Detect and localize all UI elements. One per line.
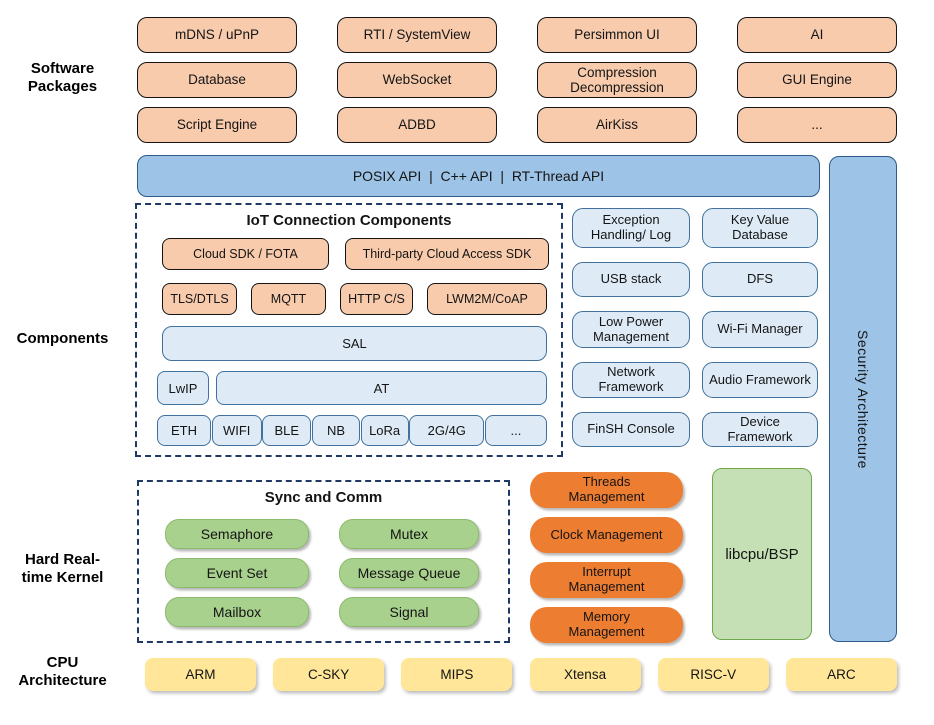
component-box: Device Framework	[702, 412, 818, 447]
management-box: Interrupt Management	[530, 562, 683, 598]
section-label-cpu-architecture: CPU Architecture	[18, 654, 107, 689]
package-box: mDNS / uPnP	[137, 17, 297, 53]
section-label-components: Components	[16, 330, 109, 347]
iot-box-item: LWM2M/CoAP	[427, 283, 547, 315]
libcpu-bsp-box: libcpu/BSP	[712, 468, 812, 640]
iot-box-item: TLS/DTLS	[162, 283, 237, 315]
component-box: Exception Handling/ Log	[572, 208, 690, 248]
component-box: Low Power Management	[572, 311, 690, 348]
component-box: Network Framework	[572, 362, 690, 398]
link-box: NB	[311, 415, 360, 446]
cpu-box: Xtensa	[529, 658, 641, 691]
package-box: Compression Decompression	[537, 62, 697, 98]
iot-box-title: IoT Connection Components	[246, 212, 452, 229]
at-bar: AT	[216, 371, 547, 405]
api-layer-bar: POSIX API | C++ API | RT-Thread API	[137, 155, 820, 197]
component-box: Key Value Database	[702, 208, 818, 248]
cpu-box: C-SKY	[273, 658, 385, 691]
package-box: RTI / SystemView	[337, 17, 497, 53]
package-box: AI	[737, 17, 897, 53]
management-box: Threads Management	[530, 472, 683, 508]
iot-link-row: ETH WIFI BLE NB LoRa 2G/4G ...	[157, 415, 547, 446]
link-box: 2G/4G	[409, 415, 485, 446]
cpu-box: ARM	[145, 658, 256, 691]
sync-and-comm-box: Sync and Comm Semaphore Mutex Event Set …	[137, 480, 510, 643]
link-box: ...	[484, 415, 547, 446]
package-box: ...	[737, 107, 897, 143]
sync-item: Event Set	[165, 558, 309, 588]
management-box: Clock Management	[530, 517, 683, 553]
iot-connection-components-box: IoT Connection Components Cloud SDK / FO…	[135, 203, 563, 457]
link-box: BLE	[262, 415, 312, 446]
sync-box-title: Sync and Comm	[264, 489, 383, 506]
security-architecture-bar: Security Architecture	[829, 156, 897, 642]
iot-box-item: MQTT	[251, 283, 326, 315]
management-box: Memory Management	[530, 607, 683, 643]
package-box: Database	[137, 62, 297, 98]
cpu-box: MIPS	[401, 658, 513, 691]
component-box: DFS	[702, 262, 818, 297]
sync-item: Mailbox	[165, 597, 309, 627]
sync-item: Message Queue	[339, 558, 479, 588]
component-box: FinSH Console	[572, 412, 690, 447]
component-box: USB stack	[572, 262, 690, 297]
iot-stack-row: LwIP AT	[157, 371, 547, 405]
package-box: WebSocket	[337, 62, 497, 98]
link-box: LoRa	[360, 415, 409, 446]
sync-item: Semaphore	[165, 519, 309, 549]
cpu-box: ARC	[785, 658, 897, 691]
section-label-kernel: Hard Real-time Kernel	[21, 551, 104, 586]
kernel-management-column: Threads Management Clock Management Inte…	[530, 472, 683, 643]
section-label-software-packages: Software Packages	[27, 60, 98, 95]
lwip-box: LwIP	[157, 371, 209, 405]
sync-item: Mutex	[339, 519, 479, 549]
cpu-architecture-row: ARM C-SKY MIPS Xtensa RISC-V ARC	[145, 658, 897, 691]
sync-grid: Semaphore Mutex Event Set Message Queue …	[165, 519, 508, 627]
package-box: ADBD	[337, 107, 497, 143]
sal-layer-bar: SAL	[162, 326, 547, 361]
package-box: Persimmon UI	[537, 17, 697, 53]
sync-item: Signal	[339, 597, 479, 627]
iot-box-item: HTTP C/S	[340, 283, 413, 315]
package-box: AirKiss	[537, 107, 697, 143]
components-grid: Exception Handling/ Log Key Value Databa…	[572, 208, 818, 447]
link-box: WIFI	[211, 415, 262, 446]
cpu-box: RISC-V	[657, 658, 769, 691]
component-box: Audio Framework	[702, 362, 818, 398]
package-box: Script Engine	[137, 107, 297, 143]
security-architecture-label: Security Architecture	[855, 329, 871, 469]
package-box: GUI Engine	[737, 62, 897, 98]
software-packages-grid: mDNS / uPnP RTI / SystemView Persimmon U…	[137, 17, 899, 143]
iot-box-item: Third-party Cloud Access SDK	[345, 238, 549, 270]
iot-protocol-row: TLS/DTLS MQTT HTTP C/S LWM2M/CoAP	[162, 283, 547, 315]
component-box: Wi-Fi Manager	[702, 311, 818, 348]
link-box: ETH	[157, 415, 211, 446]
iot-sdk-row: Cloud SDK / FOTA Third-party Cloud Acces…	[162, 238, 549, 270]
iot-box-item: Cloud SDK / FOTA	[162, 238, 329, 270]
